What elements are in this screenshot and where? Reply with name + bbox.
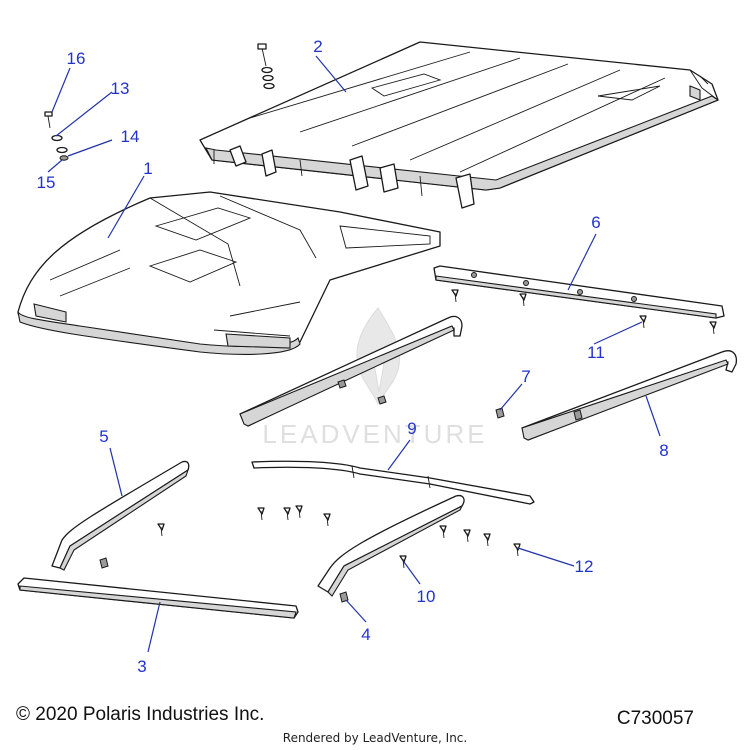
part-12-screws[interactable] xyxy=(257,505,521,569)
callout-2: 2 xyxy=(313,37,322,56)
callout-4: 4 xyxy=(361,625,370,644)
leadventure-watermark: LEADVENTURE xyxy=(262,307,487,449)
watermark-text: LEADVENTURE xyxy=(262,419,487,449)
copyright-notice: © 2020 Polaris Industries Inc. xyxy=(16,704,265,725)
part-4-lower-rail[interactable] xyxy=(317,494,465,603)
part-6-cross-bar[interactable] xyxy=(433,265,725,319)
callout-13: 13 xyxy=(111,79,130,98)
callout-12: 12 xyxy=(575,557,594,576)
part-1-roof-shell[interactable] xyxy=(17,191,441,355)
part-5-left-rail[interactable] xyxy=(51,460,190,571)
callout-5: 5 xyxy=(99,427,108,446)
callout-14: 14 xyxy=(121,127,140,146)
callout-6: 6 xyxy=(591,213,600,232)
callout-11: 11 xyxy=(587,343,605,362)
callout-3: 3 xyxy=(137,657,146,676)
callout-9: 9 xyxy=(407,419,416,438)
callout-16: 16 xyxy=(67,49,86,68)
callout-15: 15 xyxy=(37,173,56,192)
callout-8: 8 xyxy=(659,441,668,460)
part-11-screws[interactable] xyxy=(451,289,717,335)
drawing-number: C730057 xyxy=(616,708,694,729)
part-8-right-rail[interactable] xyxy=(521,350,738,441)
parts-13-16-hardware[interactable] xyxy=(44,111,69,161)
callout-10: 10 xyxy=(417,587,436,606)
part-9-seal-strip[interactable] xyxy=(251,460,535,505)
callout-1: 1 xyxy=(143,159,152,178)
callout-7: 7 xyxy=(521,367,530,386)
part-2-roof-top[interactable] xyxy=(199,41,720,209)
callout-numbers: 1 2 3 4 5 6 7 8 9 10 11 12 13 14 15 16 xyxy=(37,37,669,676)
rendered-by-credit: Rendered by LeadVenture, Inc. xyxy=(282,731,468,745)
part-7-side-rail[interactable] xyxy=(239,315,505,427)
part-3-front-bar[interactable] xyxy=(17,577,299,619)
leader-lines xyxy=(47,55,661,653)
